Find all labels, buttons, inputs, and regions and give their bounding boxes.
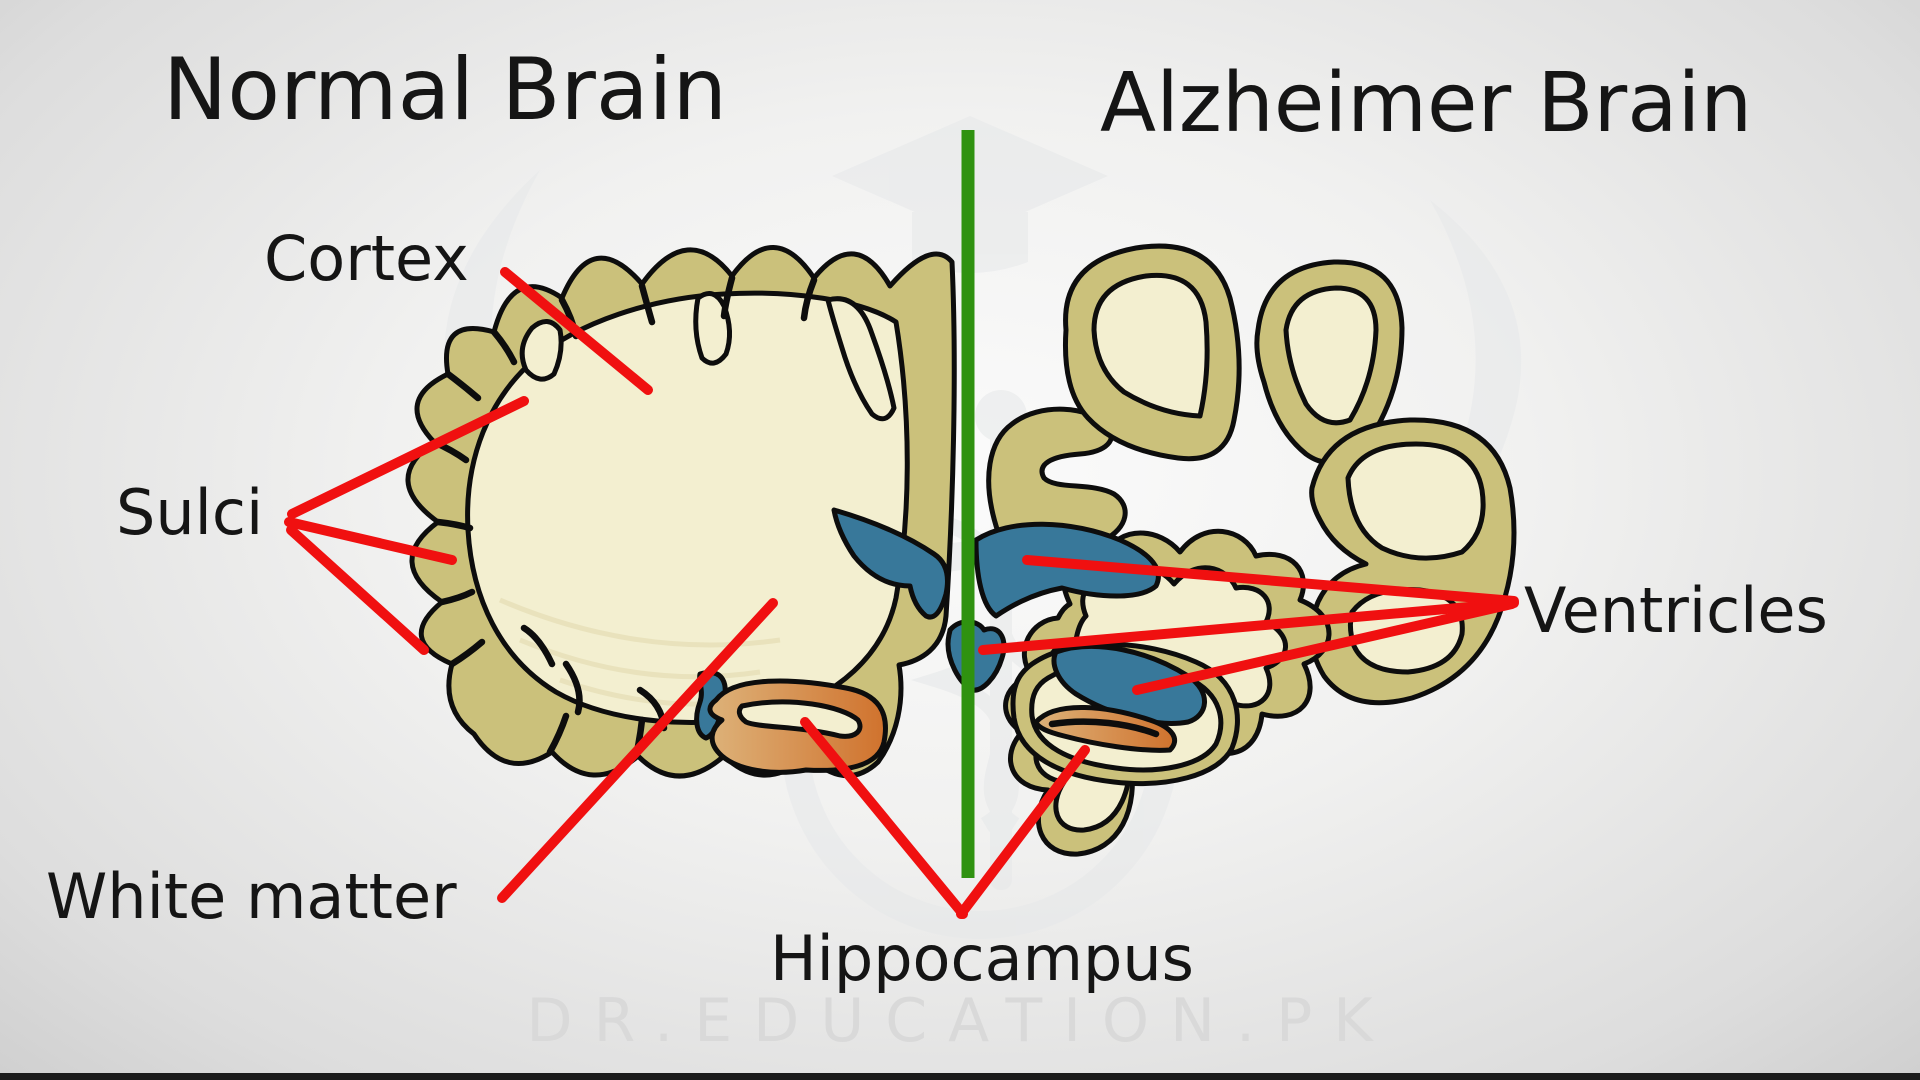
normal-sulcus-finger-2 bbox=[693, 291, 732, 366]
alz-temporal-horn bbox=[1051, 643, 1207, 726]
sulci-pointer-line-2 bbox=[284, 517, 457, 565]
alz-hippocampus bbox=[1033, 705, 1177, 753]
sulci-pointer-line-3 bbox=[286, 525, 429, 655]
normal-sulcus-finger-3 bbox=[519, 319, 564, 382]
sulci-pointer-line-1 bbox=[287, 396, 529, 519]
bottom-border-strip bbox=[0, 1073, 1920, 1080]
white-matter-pointer-line bbox=[497, 598, 778, 903]
ventricles-pointer-line-2 bbox=[978, 598, 1519, 655]
alz-lateral-ventricle bbox=[973, 521, 1161, 619]
ventricles-pointer-line-1 bbox=[1022, 555, 1519, 606]
normal-sulcus-finger-1 bbox=[825, 296, 897, 422]
title-alzheimer-brain: Alzheimer Brain bbox=[1100, 56, 1753, 151]
ventricles-pointer-line-3 bbox=[1132, 599, 1517, 695]
label-hippocampus: Hippocampus bbox=[770, 922, 1194, 995]
normal-white-matter bbox=[465, 290, 910, 726]
alz-lateral-core-upper bbox=[1345, 441, 1486, 561]
watermark-text: DR.EDUCATION.PK bbox=[526, 986, 1394, 1056]
alz-top-right-gyrus-core bbox=[1283, 285, 1379, 426]
title-normal-brain: Normal Brain bbox=[163, 40, 727, 140]
normal-brain bbox=[405, 245, 957, 779]
alz-hippocampus-fold bbox=[1048, 718, 1160, 738]
annotation-pointers bbox=[284, 267, 1519, 919]
hippocampus-pointer-line-right bbox=[956, 745, 1090, 919]
cortex-pointer-line bbox=[500, 267, 653, 395]
normal-hippocampus-fold bbox=[736, 699, 863, 739]
label-ventricles: Ventricles bbox=[1524, 574, 1828, 647]
hippocampus-pointer-line-left bbox=[800, 717, 968, 919]
label-sulci: Sulci bbox=[116, 476, 264, 549]
normal-lateral-ventricle bbox=[831, 507, 950, 620]
label-cortex: Cortex bbox=[264, 222, 469, 295]
alz-top-gyrus-core bbox=[1091, 272, 1210, 419]
label-white-matter: White matter bbox=[46, 860, 457, 933]
alzheimer-brain bbox=[973, 243, 1517, 857]
